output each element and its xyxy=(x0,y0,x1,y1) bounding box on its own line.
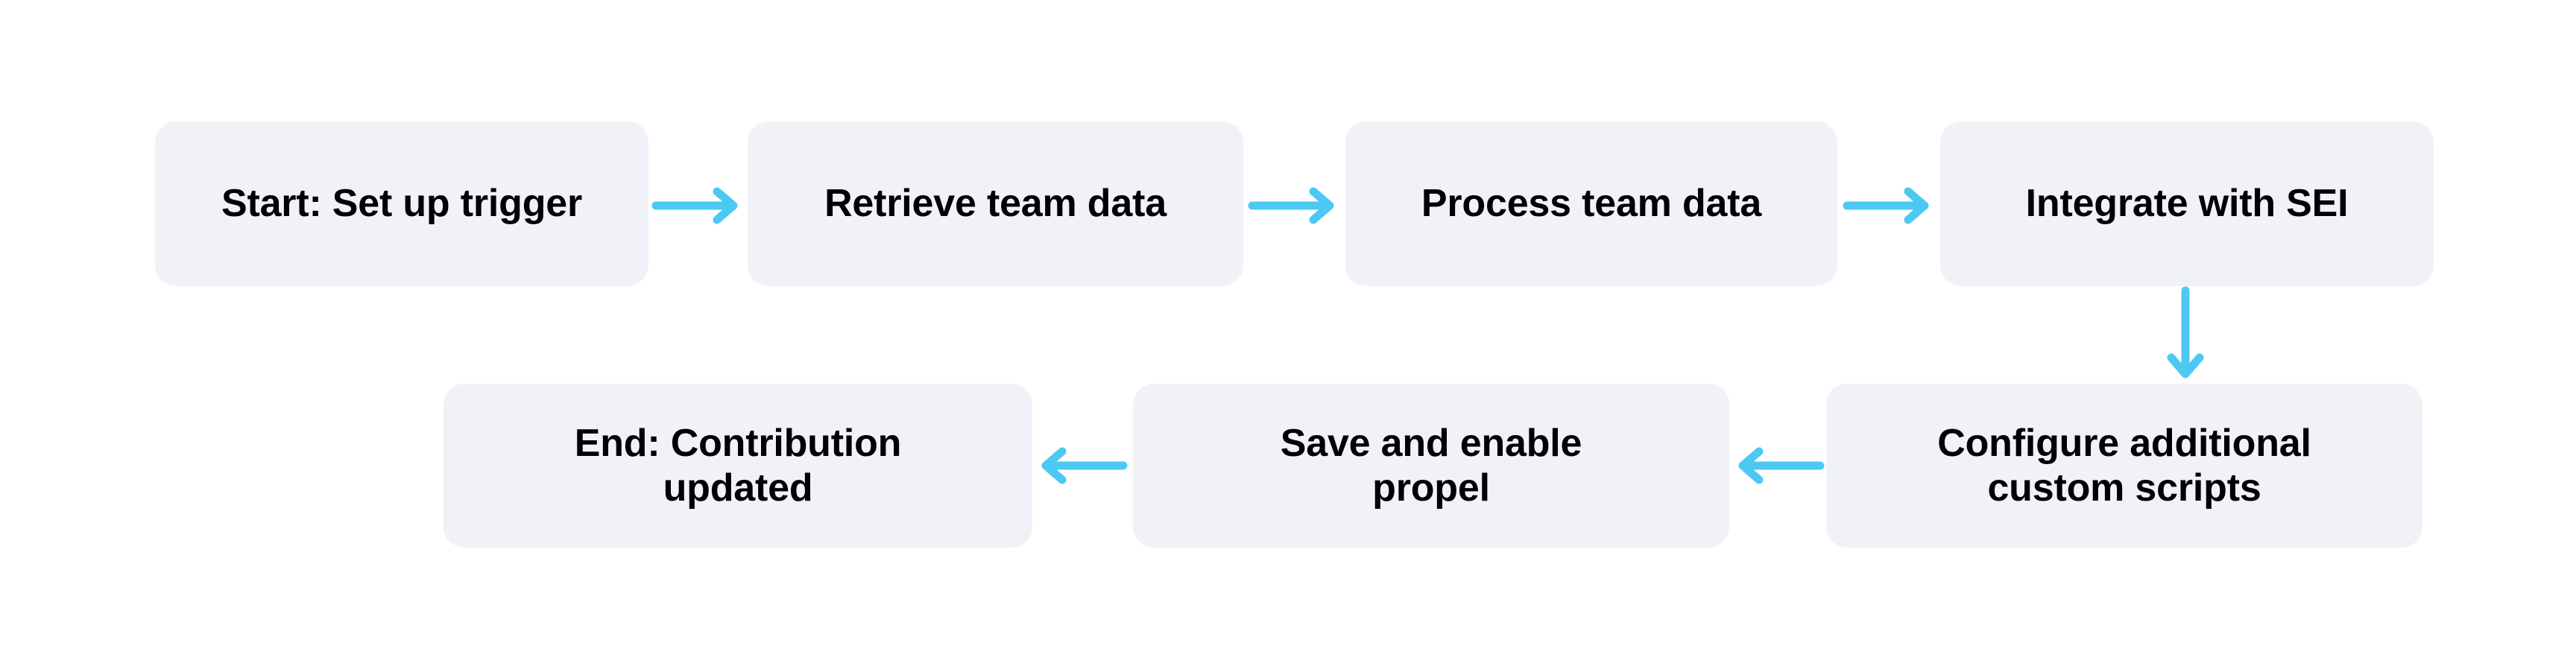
flow-edge-save-to-end xyxy=(1038,447,1128,484)
flow-edge-process-to-integrate xyxy=(1843,187,1932,224)
flow-node-process-team-data[interactable]: Process team data xyxy=(1345,121,1837,286)
arrow-right-icon xyxy=(1248,187,1334,224)
flow-node-save-and-enable-propel[interactable]: Save and enable propel xyxy=(1133,384,1729,548)
arrow-right-icon xyxy=(651,187,738,224)
flow-node-label: Configure additional custom scripts xyxy=(1937,421,2311,510)
flow-edge-integrate-to-configure xyxy=(2167,286,2204,381)
flow-node-start[interactable]: Start: Set up trigger xyxy=(155,121,648,286)
flow-node-label: Integrate with SEI xyxy=(2025,182,2349,226)
flow-node-integrate-with-sei[interactable]: Integrate with SEI xyxy=(1940,121,2434,286)
arrow-down-icon xyxy=(2167,286,2204,378)
arrow-left-icon xyxy=(1041,447,1128,484)
flow-node-configure-custom-scripts[interactable]: Configure additional custom scripts xyxy=(1826,384,2422,548)
flow-node-label: End: Contribution updated xyxy=(574,421,902,510)
flow-edge-retrieve-to-process xyxy=(1248,187,1337,224)
arrow-right-icon xyxy=(1843,187,1929,224)
flow-node-label: Process team data xyxy=(1421,182,1762,226)
flow-edge-configure-to-save xyxy=(1735,447,1825,484)
flow-node-label: Start: Set up trigger xyxy=(221,182,583,226)
flow-node-label: Retrieve team data xyxy=(824,182,1167,226)
flow-edge-start-to-retrieve xyxy=(651,187,741,224)
flow-node-retrieve-team-data[interactable]: Retrieve team data xyxy=(748,121,1243,286)
arrow-left-icon xyxy=(1738,447,1825,484)
flow-node-end-contribution-updated[interactable]: End: Contribution updated xyxy=(443,384,1032,548)
flow-node-label: Save and enable propel xyxy=(1280,421,1582,510)
